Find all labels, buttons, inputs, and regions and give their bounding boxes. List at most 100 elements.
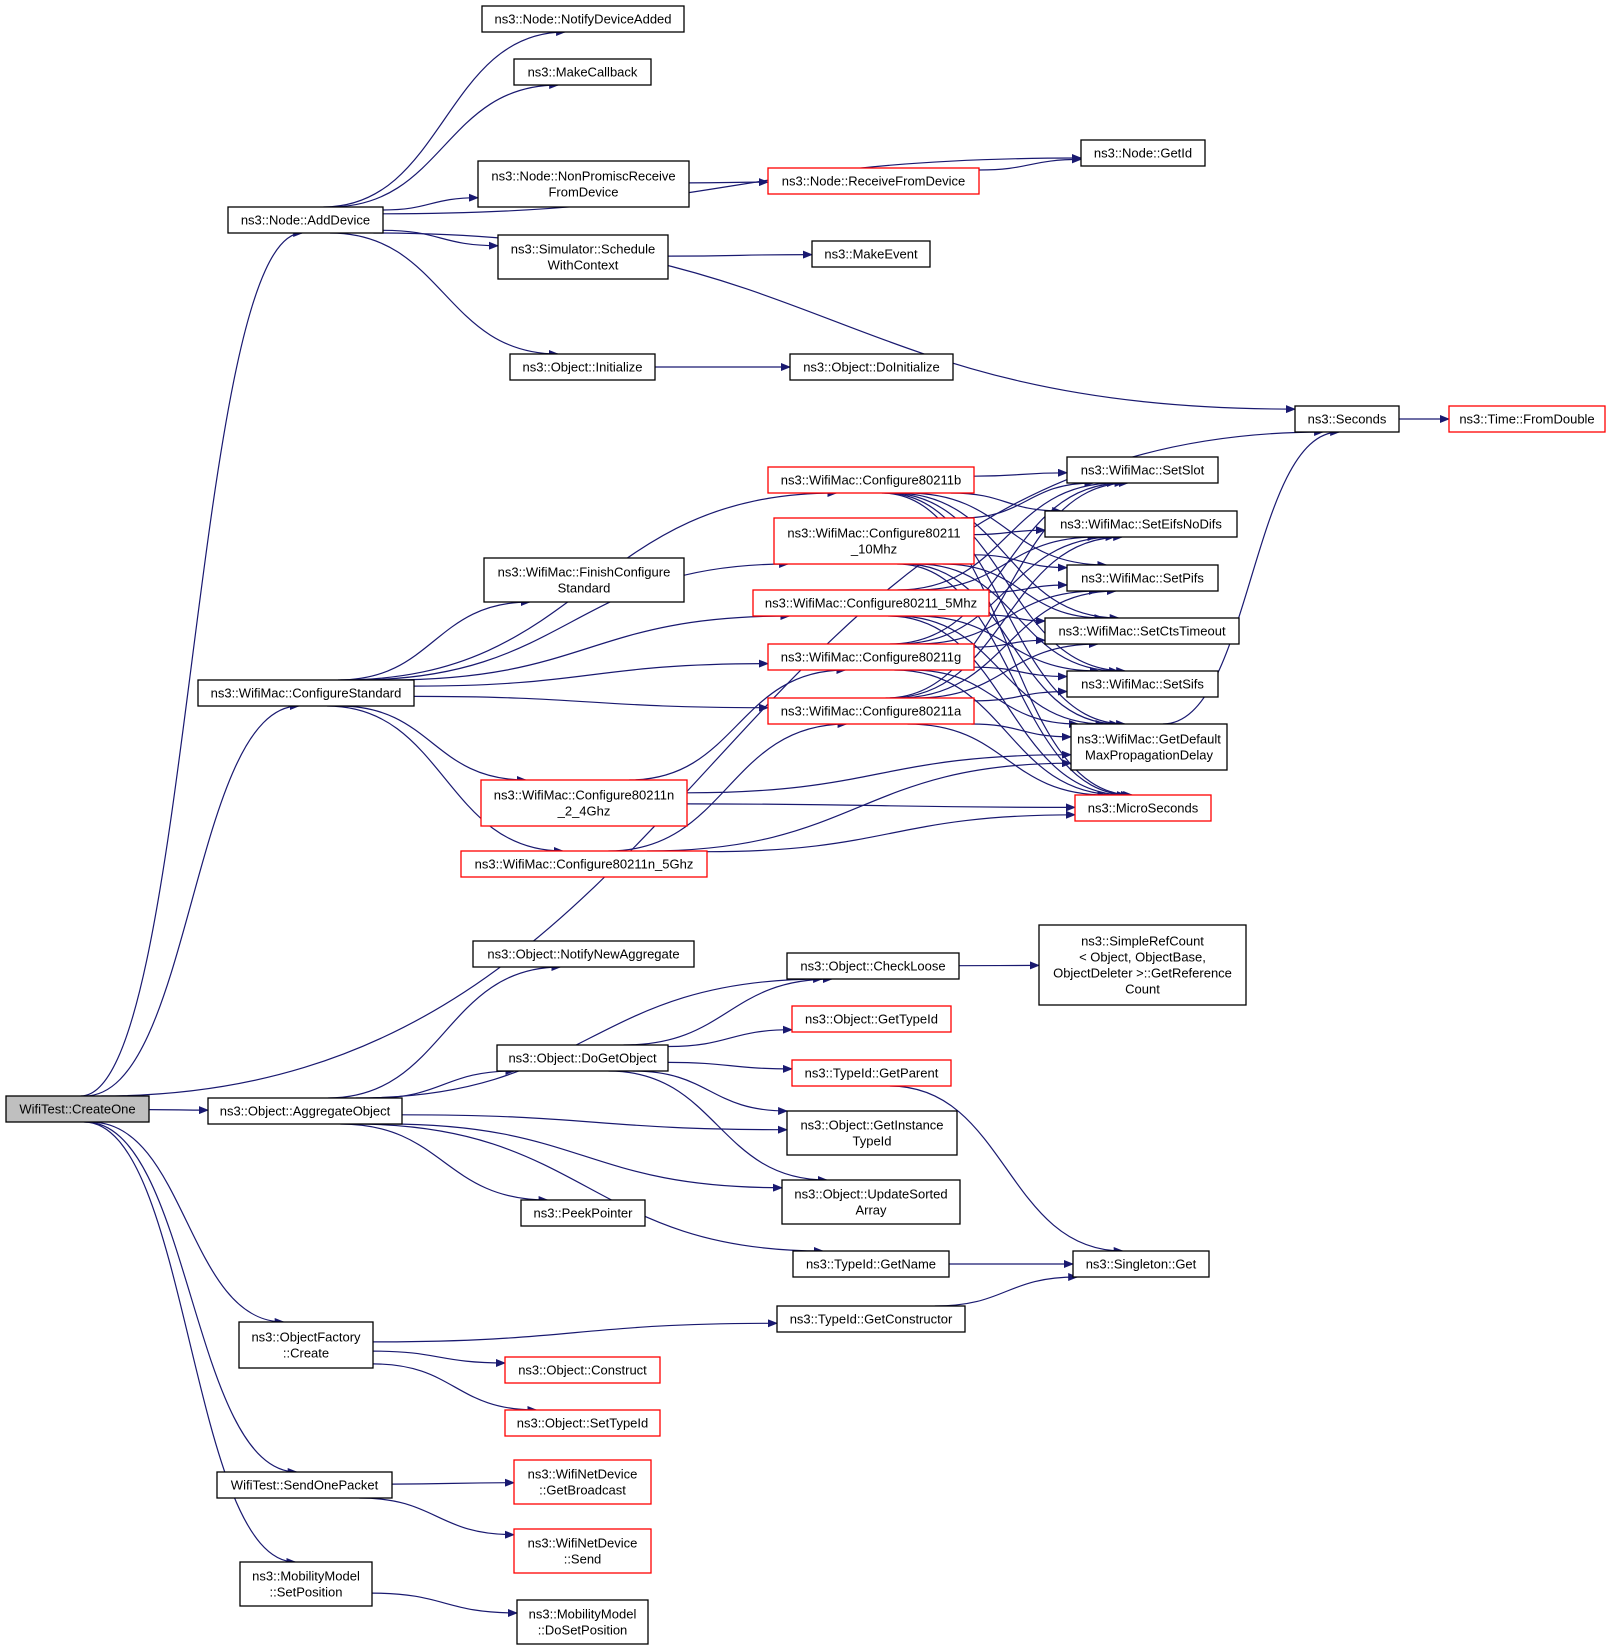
node-setPifs[interactable]: ns3::WifiMac::SetPifs xyxy=(1066,564,1219,592)
node-box-seconds xyxy=(1294,405,1400,433)
node-label-simpleRefCount-0: ns3::SimpleRefCount xyxy=(1081,934,1204,949)
node-label-doSetPosition-1: ::DoSetPosition xyxy=(538,1623,628,1638)
node-cfg5mhz[interactable]: ns3::WifiMac::Configure80211_5Mhz xyxy=(752,589,990,617)
node-fromDouble[interactable]: ns3::Time::FromDouble xyxy=(1448,405,1606,433)
node-cfg10mhz[interactable]: ns3::WifiMac::Configure80211_10Mhz xyxy=(773,517,975,565)
node-box-createOne xyxy=(5,1095,150,1123)
node-label-seconds-0: ns3::Seconds xyxy=(1308,412,1387,427)
node-doSetPosition[interactable]: ns3::MobilityModel::DoSetPosition xyxy=(516,1599,649,1645)
node-box-doInitialize xyxy=(789,353,954,381)
edge-nonPromisc-to-receiveFromDevice xyxy=(688,178,769,187)
node-label-doSetPosition-0: ns3::MobilityModel xyxy=(529,1607,637,1622)
node-box-doGetObject xyxy=(496,1044,669,1072)
edge-cfg11b-to-setSifs xyxy=(888,492,1127,675)
node-box-getDefaultMax xyxy=(1070,723,1228,771)
node-box-fromDouble xyxy=(1448,405,1606,433)
node-peekPointer[interactable]: ns3::PeekPointer xyxy=(520,1199,646,1227)
edge-cfg11b-to-setCts xyxy=(894,492,1120,622)
node-objConstruct[interactable]: ns3::Object::Construct xyxy=(504,1356,661,1384)
node-configureStandard[interactable]: ns3::WifiMac::ConfigureStandard xyxy=(197,679,415,707)
node-aggregateObject[interactable]: ns3::Object::AggregateObject xyxy=(207,1097,403,1125)
node-setEifs[interactable]: ns3::WifiMac::SetEifsNoDifs xyxy=(1044,510,1238,538)
node-box-configureStandard xyxy=(197,679,415,707)
edge-aggregateObject-to-notifyNewAggregate xyxy=(328,963,562,1099)
node-cfg11g[interactable]: ns3::WifiMac::Configure80211g xyxy=(767,643,975,671)
node-setCts[interactable]: ns3::WifiMac::SetCtsTimeout xyxy=(1044,617,1240,645)
node-getTypeId[interactable]: ns3::Object::GetTypeId xyxy=(791,1005,952,1033)
node-label-sendOnePacket-0: WifiTest::SendOnePacket xyxy=(231,1478,379,1493)
node-getBroadcast[interactable]: ns3::WifiNetDevice::GetBroadcast xyxy=(513,1459,652,1505)
node-wifiSend[interactable]: ns3::WifiNetDevice::Send xyxy=(513,1528,652,1574)
node-label-getInstanceTypeId-0: ns3::Object::GetInstance xyxy=(800,1118,943,1133)
node-seconds[interactable]: ns3::Seconds xyxy=(1294,405,1400,433)
edge-cfg11n24-to-microSeconds xyxy=(686,803,1076,812)
node-createOne[interactable]: WifiTest::CreateOne xyxy=(5,1095,150,1123)
node-box-getId xyxy=(1080,139,1206,167)
node-doInitialize[interactable]: ns3::Object::DoInitialize xyxy=(789,353,954,381)
node-setPosition[interactable]: ns3::MobilityModel::SetPosition xyxy=(239,1561,373,1607)
node-doGetObject[interactable]: ns3::Object::DoGetObject xyxy=(496,1044,669,1072)
node-notifyDeviceAdded[interactable]: ns3::Node::NotifyDeviceAdded xyxy=(481,5,685,33)
node-setSlot[interactable]: ns3::WifiMac::SetSlot xyxy=(1066,456,1219,484)
node-simpleRefCount[interactable]: ns3::SimpleRefCount< Object, ObjectBase,… xyxy=(1038,924,1247,1006)
node-singletonGet[interactable]: ns3::Singleton::Get xyxy=(1072,1250,1210,1278)
node-box-getTypeId xyxy=(791,1005,952,1033)
node-box-objectFactoryCreate xyxy=(238,1321,374,1369)
node-getConstructor[interactable]: ns3::TypeId::GetConstructor xyxy=(776,1305,966,1333)
node-box-setCts xyxy=(1044,617,1240,645)
node-sendOnePacket[interactable]: WifiTest::SendOnePacket xyxy=(216,1471,393,1499)
node-label-getParent-0: ns3::TypeId::GetParent xyxy=(805,1066,939,1081)
node-label-objectFactoryCreate-0: ns3::ObjectFactory xyxy=(251,1330,361,1345)
node-cfg11b[interactable]: ns3::WifiMac::Configure80211b xyxy=(767,466,975,494)
node-objectFactoryCreate[interactable]: ns3::ObjectFactory::Create xyxy=(238,1321,374,1369)
node-label-getDefaultMax-1: MaxPropagationDelay xyxy=(1085,748,1213,763)
node-getName[interactable]: ns3::TypeId::GetName xyxy=(792,1250,950,1278)
node-box-getInstanceTypeId xyxy=(786,1110,958,1156)
node-box-finishConfigure xyxy=(483,557,685,603)
node-addDevice[interactable]: ns3::Node::AddDevice xyxy=(227,206,384,234)
node-receiveFromDevice[interactable]: ns3::Node::ReceiveFromDevice xyxy=(767,167,980,195)
node-label-setPosition-1: ::SetPosition xyxy=(270,1585,343,1600)
node-box-setPosition xyxy=(239,1561,373,1607)
edge-configureStandard-to-cfg11n5 xyxy=(327,705,564,855)
edge-doGetObject-to-getParent xyxy=(667,1061,793,1073)
node-box-cfg11b xyxy=(767,466,975,494)
node-cfg11a[interactable]: ns3::WifiMac::Configure80211a xyxy=(767,697,975,725)
node-label-doGetObject-0: ns3::Object::DoGetObject xyxy=(508,1051,657,1066)
node-label-cfg11g-0: ns3::WifiMac::Configure80211g xyxy=(781,650,961,665)
node-label-getDefaultMax-0: ns3::WifiMac::GetDefault xyxy=(1077,732,1221,747)
edge-doGetObject-to-getInstanceTypeId xyxy=(632,1070,789,1115)
node-getDefaultMax[interactable]: ns3::WifiMac::GetDefaultMaxPropagationDe… xyxy=(1070,723,1228,771)
node-makeCallback[interactable]: ns3::MakeCallback xyxy=(513,58,652,86)
edge-cfg11n24-to-cfg11g xyxy=(629,666,847,781)
node-box-updateSortedArray xyxy=(781,1179,961,1225)
node-cfg11n5[interactable]: ns3::WifiMac::Configure80211n_5Ghz xyxy=(460,850,708,878)
node-box-cfg11n5 xyxy=(460,850,708,878)
node-getId[interactable]: ns3::Node::GetId xyxy=(1080,139,1206,167)
node-box-getParent xyxy=(791,1059,952,1087)
node-box-receiveFromDevice xyxy=(767,167,980,195)
edge-cfg11g-to-setSlot xyxy=(889,479,1125,645)
node-getParent[interactable]: ns3::TypeId::GetParent xyxy=(791,1059,952,1087)
node-label-objectFactoryCreate-1: ::Create xyxy=(283,1346,329,1361)
edge-cfg11a-to-getDefaultMax xyxy=(971,723,1072,741)
edge-cfg10mhz-to-setEifs xyxy=(973,526,1046,536)
edge-cfg11b-to-setPifs xyxy=(906,492,1108,569)
node-makeEvent[interactable]: ns3::MakeEvent xyxy=(811,240,931,268)
edge-getDefaultMax-to-seconds xyxy=(1162,428,1341,725)
edge-createOne-to-configureStandard xyxy=(84,702,300,1097)
node-checkLoose[interactable]: ns3::Object::CheckLoose xyxy=(786,952,960,980)
node-layer: WifiTest::CreateOnens3::Node::AddDevicen… xyxy=(5,5,1606,1645)
node-notifyNewAggregate[interactable]: ns3::Object::NotifyNewAggregate xyxy=(472,940,695,968)
node-objInitialize[interactable]: ns3::Object::Initialize xyxy=(509,353,656,381)
node-setSifs[interactable]: ns3::WifiMac::SetSifs xyxy=(1066,670,1219,698)
node-setTypeId[interactable]: ns3::Object::SetTypeId xyxy=(504,1409,661,1437)
node-cfg11n24[interactable]: ns3::WifiMac::Configure80211n_2_4Ghz xyxy=(480,779,688,827)
edge-layer xyxy=(80,28,1450,1617)
node-microSeconds[interactable]: ns3::MicroSeconds xyxy=(1074,794,1212,822)
